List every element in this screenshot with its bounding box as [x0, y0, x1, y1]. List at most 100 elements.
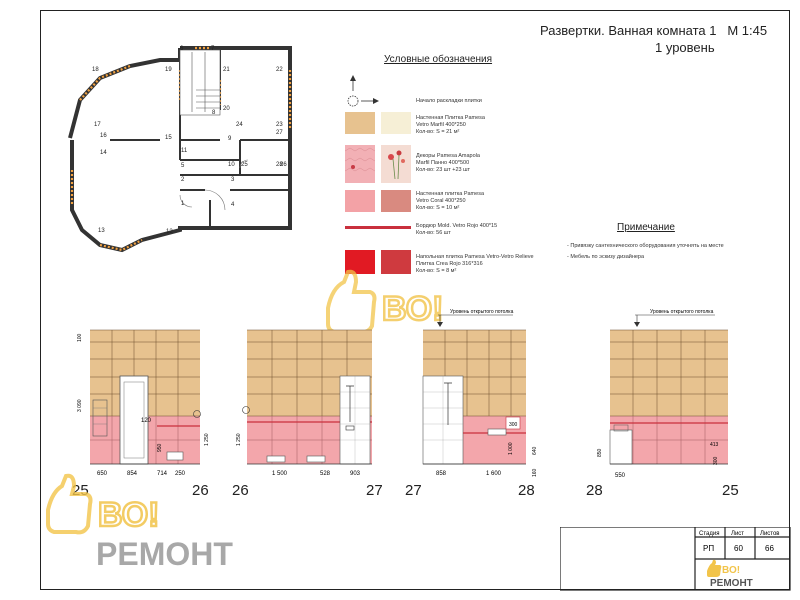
title-block: Стадия Лист Листов РП 60 66 ВО! РЕМОНТ: [560, 527, 791, 591]
legend-swatch-wall-cream: [381, 112, 411, 134]
svg-text:650: 650: [97, 471, 108, 477]
plan-room-number: 17: [94, 122, 101, 128]
plan-room-number: 23: [276, 122, 283, 128]
watermark-brand-text: РЕМОНТ: [96, 536, 233, 570]
plan-room-number: 5: [181, 163, 185, 169]
legend-swatch-wall-coral-dark: [381, 190, 411, 212]
legend-title: Условные обозначения: [384, 54, 493, 65]
svg-text:640: 640: [532, 446, 538, 455]
plan-room-number: 6: [180, 46, 184, 52]
plan-room-number: 25: [241, 162, 248, 168]
legend-item-5: Напольная плитка Pamesa Vetro-Vetro Reli…: [416, 254, 534, 274]
plan-room-number: 8: [212, 110, 216, 116]
svg-text:ВО!: ВО!: [98, 496, 159, 534]
svg-text:1 000: 1 000: [508, 442, 514, 455]
plan-room-number: 26: [280, 162, 287, 168]
sheet-title-block: Развертки. Ванная комната 1 М 1:45 1 уро…: [540, 22, 767, 55]
watermark-center-text: ВО!: [382, 290, 443, 328]
svg-text:528: 528: [320, 471, 331, 477]
plan-room-number: 27: [276, 130, 283, 136]
svg-text:100: 100: [77, 333, 83, 342]
svg-text:120: 120: [141, 418, 152, 424]
plan-room-number: 7: [211, 46, 215, 52]
stamp-value-sheet: 60: [734, 544, 743, 553]
svg-text:858: 858: [436, 471, 447, 477]
legend-swatch-decor-hex: [345, 145, 375, 183]
plan-room-number: 22: [276, 67, 283, 73]
plan-room-number: 2: [181, 177, 185, 183]
elevation-2-corner-right: 27: [366, 482, 383, 499]
legend-swatch-wall-coral: [345, 190, 375, 212]
drawing-frame: [40, 10, 790, 590]
plan-room-number: 12: [166, 229, 173, 235]
plan-room-number: 1: [181, 201, 185, 207]
legend-swatch-floor-relief: [381, 250, 411, 274]
elevation-4-corner-left: 28: [586, 482, 603, 499]
sheet-level: 1 уровень: [655, 40, 715, 55]
svg-text:1 600: 1 600: [486, 471, 502, 477]
svg-text:550: 550: [615, 473, 626, 479]
elevation-door: [119, 375, 149, 465]
svg-text:Уровень открытого потолка: Уровень открытого потолка: [650, 309, 714, 315]
plan-room-number: 11: [181, 148, 188, 154]
stamp-header-sheets: Листов: [760, 531, 780, 537]
plan-room-number: 28: [276, 162, 283, 168]
plan-room-number: 21: [223, 67, 230, 73]
plan-room-number: 24: [236, 122, 243, 128]
plan-room-number: 15: [165, 135, 172, 141]
stamp-logo-brand: РЕМОНТ: [710, 578, 753, 589]
elevation-26-27: 1 250 1 500 528 903: [236, 329, 372, 477]
elevation-28-25: Уровень открытого потолка 413 300 850 55…: [597, 309, 728, 479]
svg-text:3 090: 3 090: [77, 399, 83, 412]
plan-room-number: 4: [231, 202, 235, 208]
plan-stairs: [179, 49, 221, 116]
svg-text:Уровень открытого потолка: Уровень открытого потолка: [450, 309, 514, 315]
elevation-1-corner-right: 26: [192, 482, 209, 499]
svg-text:250: 250: [175, 471, 186, 477]
sheet-title: Развертки. Ванная комната 1: [540, 23, 717, 38]
plan-room-number: 20: [223, 106, 230, 112]
notes-title: Примечание: [617, 222, 675, 233]
plan-room-number: 14: [100, 150, 107, 156]
legend-swatch-wall-beige: [345, 112, 375, 134]
plan-room-number: 18: [92, 67, 99, 73]
legend-item-0: Начало раскладки плитки: [416, 98, 482, 104]
stamp-value-stage: РП: [703, 544, 714, 553]
elevation-25-26: 120 950 100 3 090 1 250 650 854 714 250: [77, 329, 210, 477]
svg-text:1 500: 1 500: [272, 471, 288, 477]
legend-arrow-marker: [347, 75, 379, 107]
svg-text:1 250: 1 250: [204, 433, 210, 446]
legend-swatch-border: [345, 226, 411, 229]
svg-text:714: 714: [157, 471, 168, 477]
elevation-towel-rail: [92, 399, 108, 437]
stamp-header-stage: Стадия: [699, 531, 719, 537]
svg-text:300: 300: [713, 456, 719, 465]
stamp-logo-vo: ВО!: [722, 565, 740, 576]
svg-text:1 250: 1 250: [236, 433, 242, 446]
plan-room-number: 16: [100, 133, 107, 139]
plan-room-number: 13: [98, 228, 105, 234]
plan-room-number: 3: [231, 177, 235, 183]
plan-doors: [179, 159, 249, 211]
stamp-value-sheets: 66: [765, 544, 774, 553]
stamp-header-sheet: Лист: [731, 531, 744, 537]
watermark-bottom-left: ВО! РЕМОНТ: [46, 473, 233, 570]
plan-room-number: 9: [228, 136, 232, 142]
elevation-wc: [166, 451, 184, 461]
svg-text:850: 850: [597, 448, 603, 457]
elevation-2-corner-left: 26: [232, 482, 249, 499]
svg-text:160: 160: [532, 468, 538, 477]
legend-swatch-decor-panel: [381, 145, 411, 183]
elevation-4-corner-right: 25: [722, 482, 739, 499]
note-item-1: - Мебель по эскизу дизайнера: [567, 254, 645, 260]
svg-text:903: 903: [350, 471, 361, 477]
svg-text:854: 854: [127, 471, 138, 477]
plan-room-number: 19: [165, 67, 172, 73]
note-item-0: - Привязку сантехнического оборудования …: [567, 243, 724, 249]
